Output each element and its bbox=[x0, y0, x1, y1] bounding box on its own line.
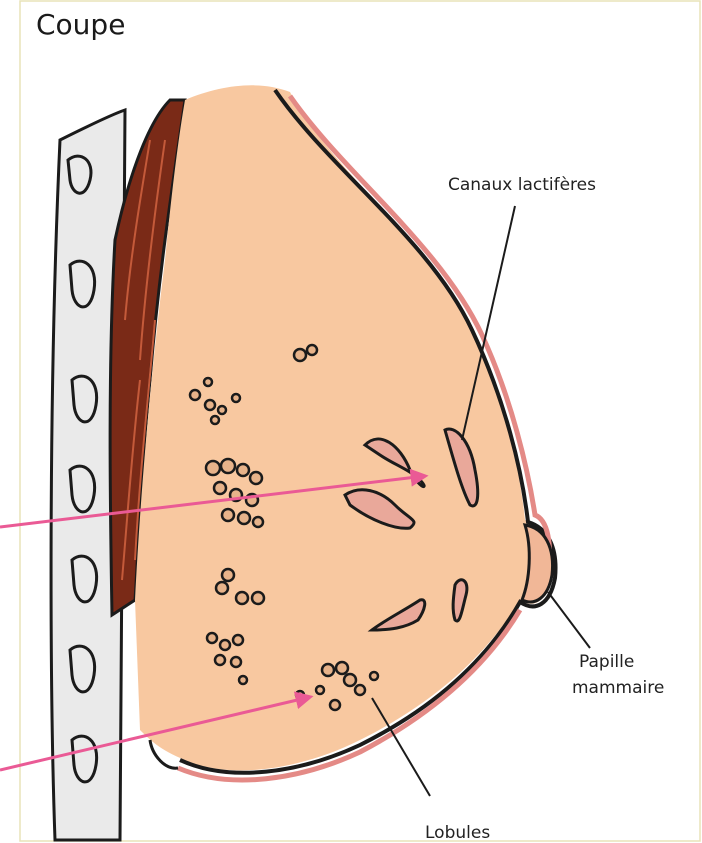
label-mammaire: mammaire bbox=[572, 678, 664, 698]
label-canaux-lactiferes: Canaux lactifères bbox=[448, 175, 596, 195]
label-papille: Papille bbox=[579, 652, 634, 672]
label-lobules: Lobules bbox=[425, 823, 490, 843]
diagram-title: Coupe bbox=[36, 8, 125, 41]
